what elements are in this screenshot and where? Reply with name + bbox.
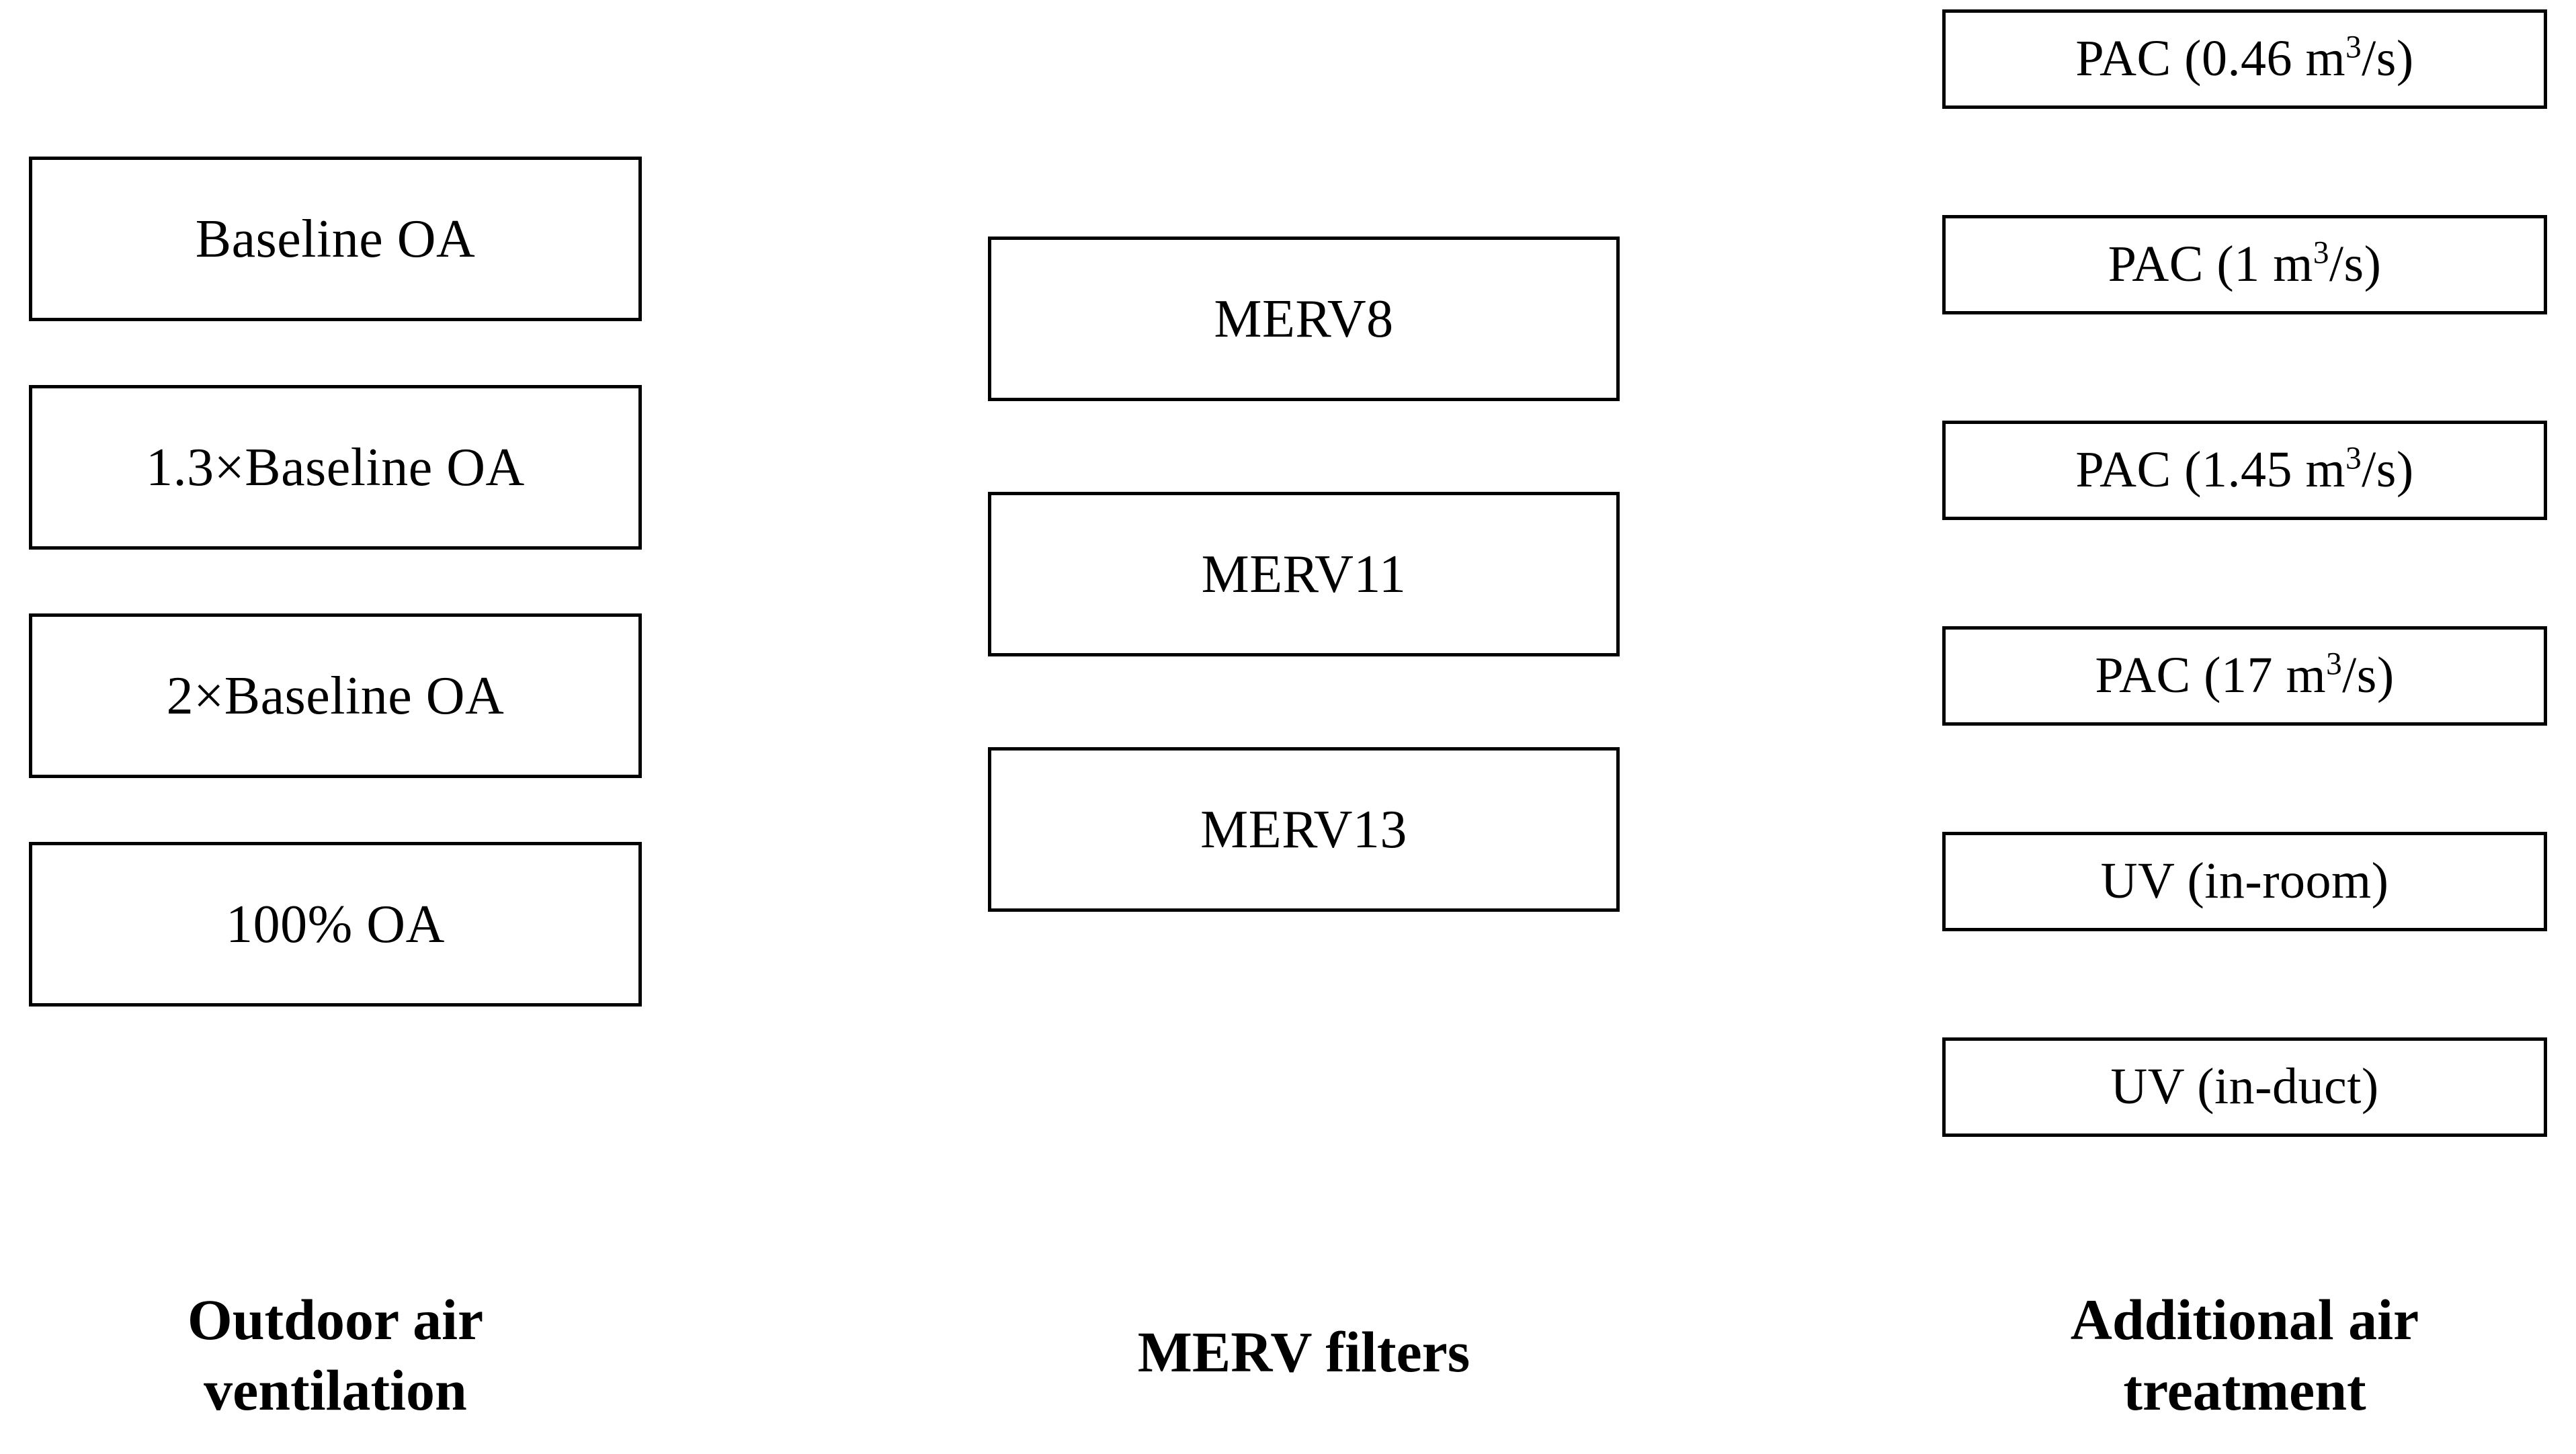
box-label-superscript: 3 bbox=[2326, 646, 2343, 682]
box-label: UV (in-duct) bbox=[2110, 1058, 2379, 1115]
box-label: Baseline OA bbox=[195, 209, 476, 269]
box-merv8[interactable]: MERV8 bbox=[988, 237, 1620, 401]
box-uv-in-duct[interactable]: UV (in-duct) bbox=[1942, 1037, 2547, 1137]
box-label-suffix: /s) bbox=[2362, 30, 2414, 87]
box-label: MERV8 bbox=[1214, 289, 1394, 349]
caption-merv-filters: MERV filters bbox=[1137, 1320, 1470, 1384]
box-label-suffix: /s) bbox=[2342, 647, 2395, 704]
box-label-suffix: /s) bbox=[2329, 236, 2382, 293]
box-label-prefix: PAC (0.46 m bbox=[2075, 30, 2346, 87]
box-label-superscript: 3 bbox=[2313, 235, 2329, 271]
box-label-suffix: /s) bbox=[2362, 441, 2414, 499]
box-label-prefix: PAC (1.45 m bbox=[2075, 441, 2346, 499]
box-uv-in-room[interactable]: UV (in-room) bbox=[1942, 832, 2547, 931]
box-merv11[interactable]: MERV11 bbox=[988, 492, 1620, 656]
box-label-superscript: 3 bbox=[2345, 30, 2362, 65]
box-label: 1.3×Baseline OA bbox=[146, 437, 525, 497]
box-label: PAC (17 m3/s) bbox=[2095, 646, 2395, 704]
box-label: UV (in-room) bbox=[2100, 853, 2389, 910]
box-label: PAC (0.46 m3/s) bbox=[2075, 32, 2413, 86]
box-baseline-oa[interactable]: Baseline OA bbox=[29, 157, 642, 321]
box-2x-baseline-oa[interactable]: 2×Baseline OA bbox=[29, 613, 642, 778]
box-label: PAC (1 m3/s) bbox=[2108, 235, 2382, 293]
box-pac-0-46[interactable]: PAC (0.46 m3/s) bbox=[1942, 9, 2547, 109]
box-label-prefix: PAC (1 m bbox=[2108, 236, 2313, 293]
box-label: MERV11 bbox=[1201, 544, 1407, 604]
box-pac-1[interactable]: PAC (1 m3/s) bbox=[1942, 215, 2547, 314]
box-merv13[interactable]: MERV13 bbox=[988, 747, 1620, 912]
box-pac-1-45[interactable]: PAC (1.45 m3/s) bbox=[1942, 421, 2547, 520]
box-label: 2×Baseline OA bbox=[166, 666, 505, 726]
box-100-percent-oa[interactable]: 100% OA bbox=[29, 842, 642, 1007]
box-pac-17[interactable]: PAC (17 m3/s) bbox=[1942, 626, 2547, 726]
box-label: 100% OA bbox=[226, 894, 445, 954]
caption-additional-air-treatment: Additional air treatment bbox=[2070, 1287, 2419, 1422]
box-label: MERV13 bbox=[1200, 800, 1407, 859]
box-1-3x-baseline-oa[interactable]: 1.3×Baseline OA bbox=[29, 385, 642, 550]
caption-outdoor-air-ventilation: Outdoor air ventilation bbox=[187, 1287, 484, 1422]
box-label: PAC (1.45 m3/s) bbox=[2075, 443, 2413, 497]
box-label-prefix: PAC (17 m bbox=[2095, 647, 2327, 704]
box-label-superscript: 3 bbox=[2345, 441, 2362, 476]
